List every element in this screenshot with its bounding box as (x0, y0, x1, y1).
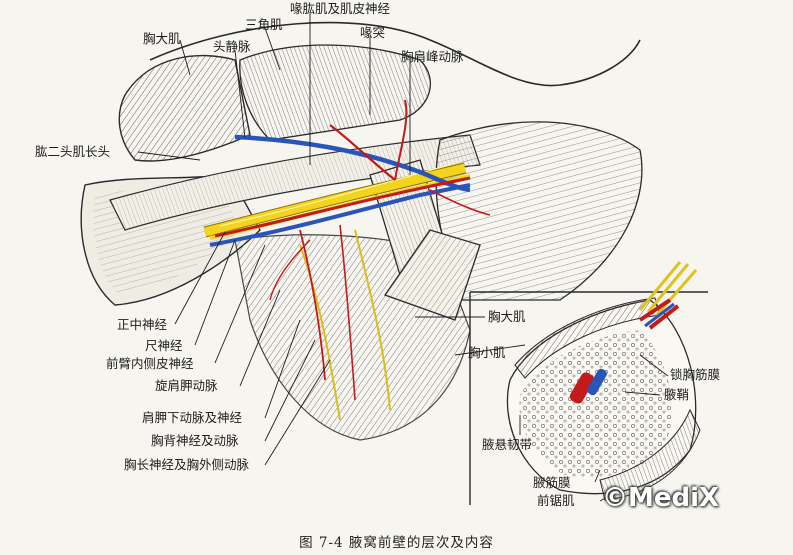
inset-sheath-vessels (638, 298, 680, 330)
leader-lines (137, 14, 669, 502)
pectoralis-major-cut-hatch (385, 230, 480, 320)
label-long-thoracic-lateral-thoracic: 胸长神经及胸外侧动脉 (124, 457, 250, 472)
chest-wall (435, 121, 643, 301)
inset-fat (519, 330, 672, 478)
label-pectoralis-major-top: 胸大肌 (143, 31, 181, 46)
label-suspensory-ligament: 腋悬韧带 (482, 437, 533, 452)
label-pectoralis-minor: 胸小肌 (468, 345, 506, 360)
inset-cross-section (469, 261, 708, 505)
label-pectoralis-major-right: 胸大肌 (488, 309, 526, 324)
inset-frame (469, 291, 708, 505)
label-subscapular-artery-nerve: 肩胛下动脉及神经 (142, 410, 243, 425)
label-thoracoacromial-artery: 胸肩峰动脉 (401, 49, 464, 64)
label-cephalic-vein: 头静脉 (213, 39, 251, 54)
coracobrachialis-hatch (110, 135, 480, 230)
label-axillary-sheath: 腋鞘 (664, 387, 690, 402)
label-axillary-fascia: 腋筋膜 (533, 475, 571, 490)
pectoralis-major-reflected (118, 54, 251, 162)
inset-serratus (599, 408, 701, 501)
inset-vessel-blue (587, 368, 607, 396)
label-ulnar-nerve: 尺神经 (145, 338, 183, 353)
label-thoracodorsal-nerve-artery: 胸背神经及动脉 (151, 433, 239, 448)
label-deltoid: 三角肌 (245, 17, 283, 32)
axilla-main-illustration (80, 21, 643, 441)
artery-lines (214, 99, 491, 401)
label-circumflex-scapular-artery: 旋肩胛动脉 (155, 378, 218, 393)
label-serratus-anterior: 前锯肌 (537, 493, 575, 508)
label-biceps-long-head: 肱二头肌长头 (35, 144, 111, 159)
label-coracobrachialis-nerve: 喙肱肌及肌皮神经 (290, 1, 391, 16)
inset-nerve-strands (638, 261, 698, 317)
figure-caption: 图 7-4 腋窝前壁的层次及内容 (299, 535, 494, 551)
deltoid-muscle (239, 44, 431, 141)
label-medial-antebrachial-cutaneous: 前臂内侧皮神经 (106, 356, 194, 371)
vein-lines (209, 134, 471, 247)
label-clavipectoral-fascia: 锁胸筋膜 (670, 367, 721, 382)
label-coracoid: 喙突 (360, 25, 386, 40)
inset-vessel-red (569, 372, 595, 404)
watermark-logo: ©MediX (602, 483, 720, 513)
label-median-nerve: 正中神经 (117, 317, 168, 332)
shoulder-outline (149, 21, 641, 87)
